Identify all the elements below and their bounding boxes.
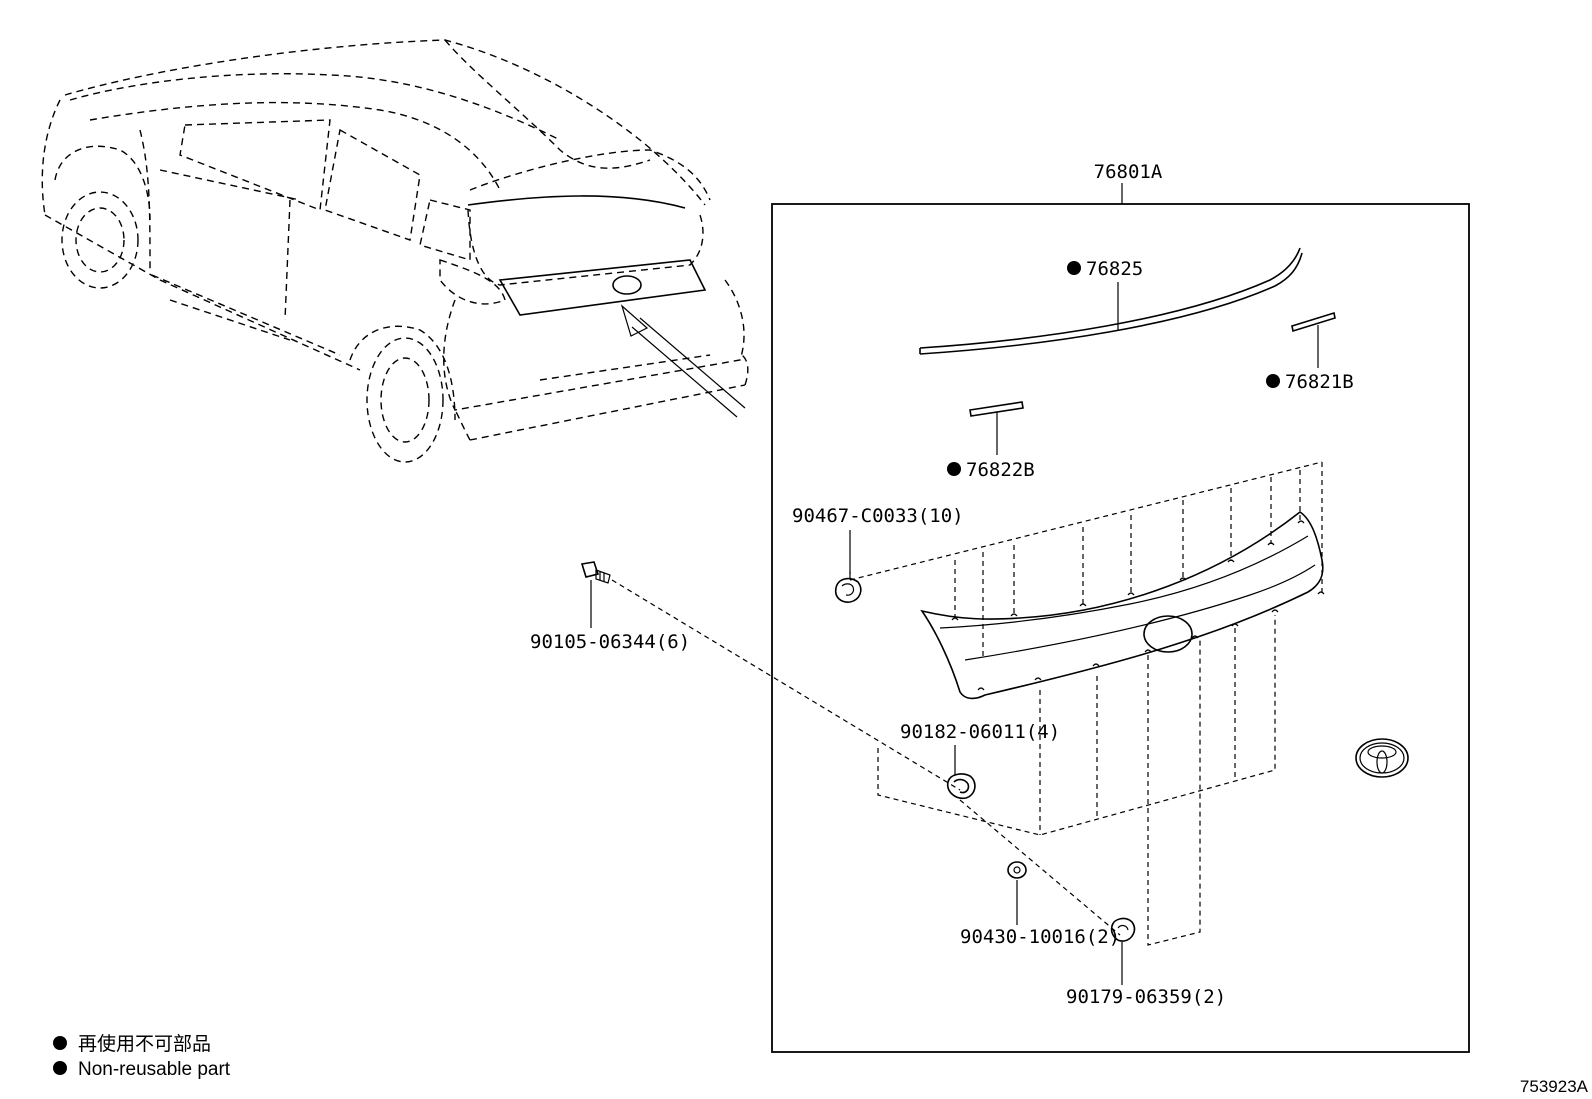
- non-reusable-mark-76825: [1067, 261, 1081, 275]
- part-number-90467: 90467-C0033(10): [792, 505, 964, 527]
- non-reusable-mark-76822b: [947, 462, 961, 476]
- nut-projection-lines: [877, 615, 1276, 946]
- part-number-90430: 90430-10016(2): [960, 926, 1120, 948]
- tape-left: [969, 401, 1024, 417]
- part-number-76825: 76825: [1086, 258, 1143, 280]
- diagram-reference: 753923A: [1520, 1077, 1589, 1096]
- legend-jp: 再使用不可部品: [78, 1033, 211, 1055]
- assembly-frame: [771, 203, 1470, 1053]
- screw-icon: [580, 561, 611, 584]
- legend-en: Non-reusable part: [78, 1059, 231, 1080]
- part-number-90182: 90182-06011(4): [900, 721, 1060, 743]
- view-arrow: [620, 304, 746, 418]
- legend-bullet-icon: [53, 1061, 67, 1075]
- tape-right: [1291, 311, 1336, 333]
- part-number-90179: 90179-06359(2): [1066, 986, 1226, 1008]
- clip-projection-lines: [849, 461, 1323, 660]
- toyota-emblem-icon: [1355, 738, 1409, 778]
- vehicle-overview: [41, 39, 749, 463]
- assembly-part-number: 76801A: [1094, 161, 1163, 183]
- part-number-90105: 90105-06344(6): [530, 631, 690, 653]
- back-door-garnish: [920, 511, 1325, 700]
- washer-icon: [1007, 861, 1027, 879]
- clip-icon: [834, 572, 862, 603]
- part-number-76822b: 76822B: [966, 459, 1035, 481]
- legend: 再使用不可部品 Non-reusable part: [53, 1033, 231, 1080]
- part-number-76821b: 76821B: [1285, 371, 1354, 393]
- legend-bullet-icon: [53, 1036, 67, 1050]
- nut-icon: [946, 773, 976, 800]
- nut-b-icon: [1110, 917, 1136, 942]
- non-reusable-mark-76821b: [1266, 374, 1280, 388]
- spoiler-trim: [919, 247, 1303, 355]
